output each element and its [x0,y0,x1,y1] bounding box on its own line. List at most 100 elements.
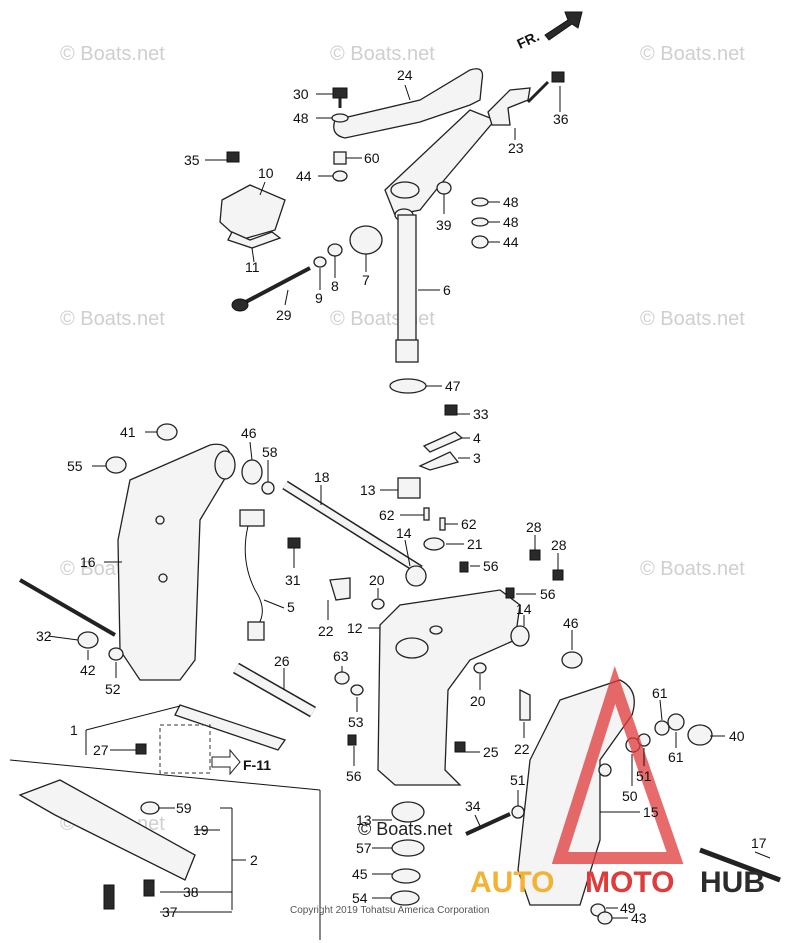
seal-part-57 [391,839,425,857]
callout-39: 39 [436,217,452,233]
callout-3: 3 [473,450,481,466]
plate-part-10 [219,184,286,241]
callout-37: 37 [162,904,178,920]
logo-text-moto: MOTO [585,866,674,899]
callout-18: 18 [314,469,330,485]
callout-13: 13 [360,482,376,498]
callout-56: 56 [540,586,556,602]
callout-17: 17 [751,835,767,851]
bushing-part-14 [405,565,427,587]
bolt-part-30 [332,87,348,99]
fitting-part-55 [105,456,127,474]
nut-part-41 [156,423,178,441]
callout-12: 12 [347,620,363,636]
washer-part-61 [654,720,670,736]
reference-label: F-11 [243,757,271,773]
washer-part-48 [471,197,489,207]
callout-6: 6 [443,282,451,298]
callout-31: 31 [285,572,301,588]
plate-part-4 [422,431,464,453]
bolt-part-27 [135,743,147,755]
bolt-part-32 [18,578,117,637]
callout-46: 46 [563,615,579,631]
callout-2: 2 [250,852,258,868]
callout-61: 61 [652,685,668,701]
callout-34: 34 [465,798,481,814]
pin-part-62 [439,517,446,531]
grease-fitting-part-56 [505,587,515,599]
washer-part-45 [391,868,421,884]
callout-57: 57 [356,840,372,856]
callout-52: 52 [105,681,121,697]
callout-26: 26 [274,653,290,669]
callout-46: 46 [241,425,257,441]
callout-33: 33 [473,406,489,422]
bracket-part-11 [227,231,282,249]
callout-10: 10 [258,165,274,181]
callout-47: 47 [445,378,461,394]
lever-part-22 [519,688,531,721]
callout-20: 20 [369,572,385,588]
callout-labels: 24 30 48 60 44 35 10 11 36 23 48 48 44 3… [36,67,767,926]
callout-62: 62 [461,516,477,532]
bolt-part-29 [239,266,311,307]
callout-5: 5 [287,599,295,615]
callout-51: 51 [636,768,652,784]
callout-32: 32 [36,628,52,644]
watermark: © Boats.net [640,558,745,580]
callout-22: 22 [318,623,334,639]
collar-part-39 [436,181,452,195]
washer-part-9 [313,256,327,268]
callout-36: 36 [553,111,569,127]
nut-part-43 [597,911,613,925]
callout-14: 14 [396,525,412,541]
callout-27: 27 [93,742,109,758]
screw-part-38 [143,879,155,897]
callout-24: 24 [397,67,413,83]
washer-part-59 [140,801,160,815]
callout-14: 14 [516,601,532,617]
callout-56: 56 [483,558,499,574]
callout-53: 53 [348,714,364,730]
bolt-part-21 [423,537,445,551]
callout-30: 30 [293,86,309,102]
front-direction-arrow: FR. [514,11,583,52]
washer-part-8 [327,243,343,257]
pin-part-20 [371,598,385,610]
spacer-part-42 [77,631,99,649]
steering-shaft-part-6 [395,214,419,363]
callout-8: 8 [331,278,339,294]
logo-text-hub: HUB [700,866,765,899]
bushing-part-46 [561,651,583,669]
callout-58: 58 [262,444,278,460]
callout-44: 44 [296,168,312,184]
screw-part-28 [552,569,564,581]
leader-lines [9,84,771,940]
callout-42: 42 [80,662,96,678]
plate-part-1 [174,704,287,751]
callout-25: 25 [483,744,499,760]
callout-22: 22 [514,741,530,757]
watermark: © Boats.net [640,43,745,65]
lever-part-22 [329,577,351,601]
callout-28: 28 [551,537,567,553]
callout-48: 48 [503,214,519,230]
callout-49: 49 [620,900,636,916]
bolt-part-25 [454,741,466,753]
watermark: © Boats.net [330,43,435,65]
stern-bracket-part-16 [117,443,236,681]
washer-part-52 [108,647,124,661]
pin-part-20 [473,662,487,674]
automotohub-logo: AUTO MOTO HUB [470,665,765,899]
callout-63: 63 [333,648,349,664]
washer-part-58 [261,481,275,495]
callout-48: 48 [503,194,519,210]
front-direction-label: FR. [514,28,541,52]
watermark-center: © Boats.net [358,819,452,839]
callout-19: 19 [193,822,209,838]
callout-38: 38 [183,884,199,900]
callout-62: 62 [379,507,395,523]
callout-54: 54 [352,890,368,906]
